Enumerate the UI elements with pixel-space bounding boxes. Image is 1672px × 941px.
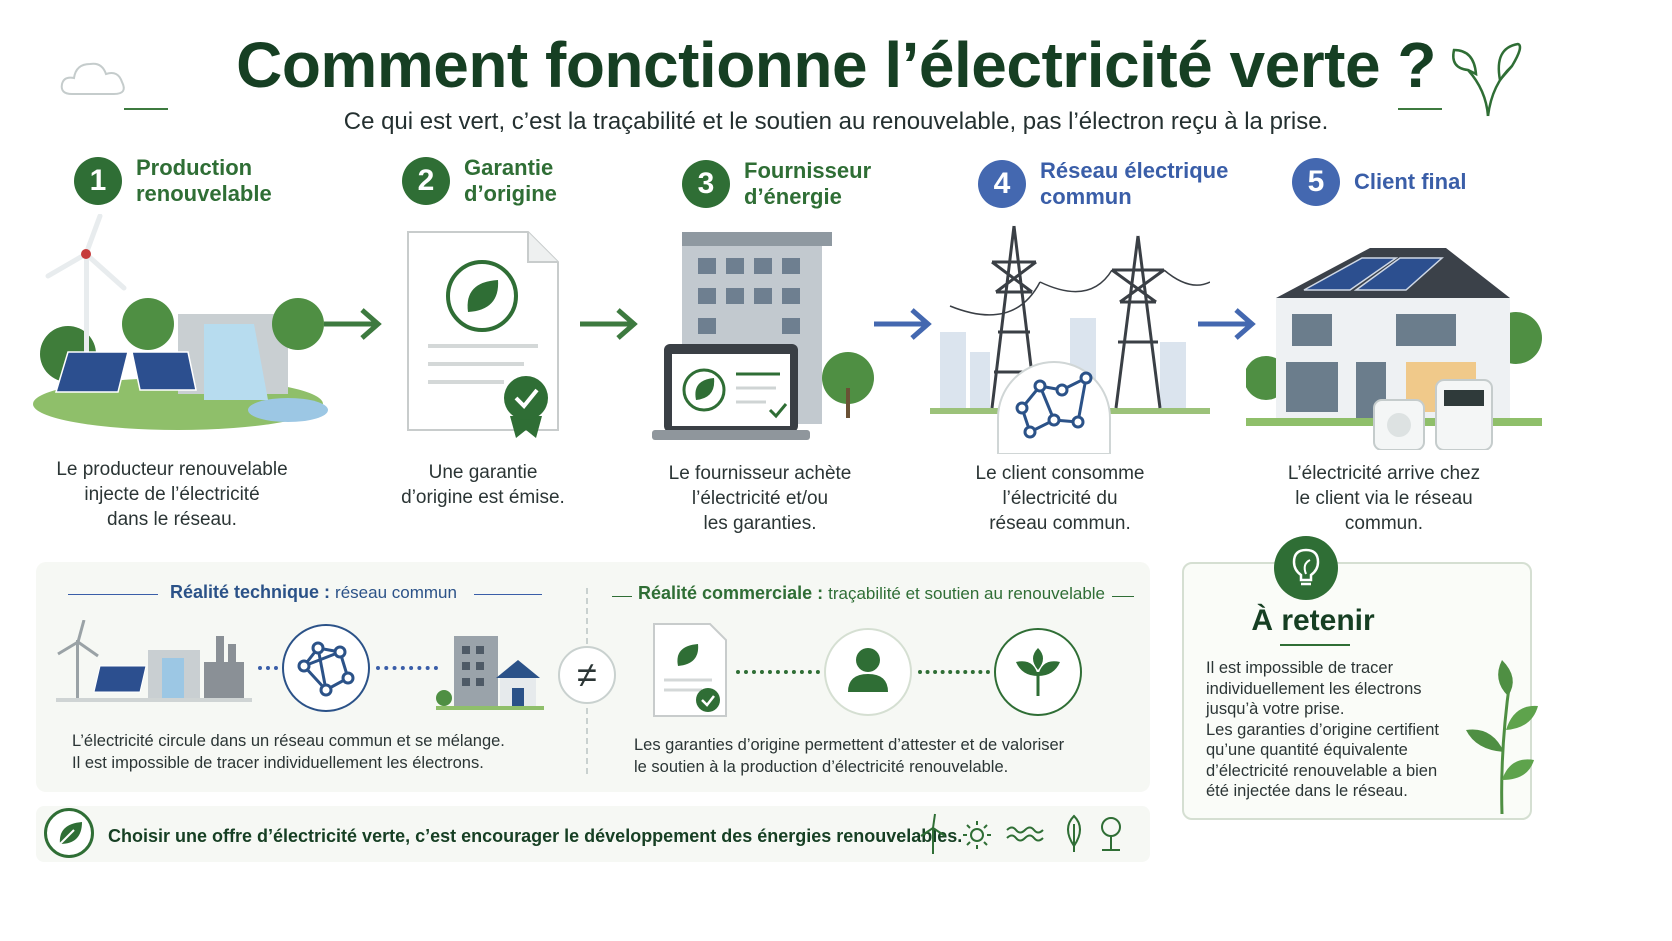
- footer-leaf-circle: [44, 808, 94, 858]
- technical-label-line-left: [68, 594, 158, 595]
- commercial-label-light: traçabilité et soutien au renouvelable: [828, 584, 1106, 603]
- renewable-production-icon: [33, 214, 328, 430]
- step-1-description: Le producteur renouvelable injecte de l’…: [56, 459, 288, 530]
- decor-line-right: [1398, 108, 1442, 110]
- retain-title: À retenir: [1251, 604, 1375, 637]
- arrow-4-icon: [1198, 308, 1256, 340]
- step-5-title: Client final: [1354, 169, 1467, 194]
- tree-icon: [1101, 817, 1121, 851]
- step-1-title: Production renouvelable: [136, 155, 272, 206]
- step-5-description: L’électricité arrive chez le client via …: [1287, 463, 1481, 534]
- arrow-2-icon: [580, 308, 638, 340]
- leaves-icon: [1452, 42, 1522, 117]
- water-icon: [1006, 826, 1044, 842]
- plant-icon: [1016, 648, 1060, 696]
- person-icon: [848, 648, 888, 692]
- step-2-title: Garantie d’origine: [464, 155, 557, 206]
- decor-line-left: [124, 108, 168, 110]
- commercial-label-line-left: [612, 596, 632, 597]
- retain-text: Il est impossible de tracer individuelle…: [1206, 659, 1439, 800]
- step-4-title: Réseau électrique commun: [1040, 158, 1229, 209]
- bulb-circle: [1274, 536, 1338, 600]
- technical-dots-1: [258, 666, 278, 670]
- page-title: Comment fonctionne l’électricité verte ?: [236, 29, 1436, 101]
- cloud-icon: [60, 62, 125, 95]
- power-grid-icon: [930, 225, 1210, 454]
- technical-label: Réalité technique : réseau commun: [170, 582, 457, 603]
- step-4-header: 4 Réseau électrique commun: [978, 158, 1228, 210]
- commercial-dots-2: [918, 670, 990, 674]
- technical-dots-2: [376, 666, 438, 670]
- arrow-1-icon: [324, 308, 382, 340]
- step-2-header: 2 Garantie d’origine: [402, 155, 557, 207]
- technical-label-line-right: [474, 594, 542, 595]
- step-2-number: 2: [402, 157, 450, 205]
- production-mix-icon: [56, 620, 252, 702]
- arrow-3-icon: [874, 308, 932, 340]
- commercial-text: Les garanties d’origine permettent d’att…: [634, 736, 1065, 776]
- footer-text: Choisir une offre d’électricité verte, c…: [108, 826, 963, 846]
- light-bulb-icon: [1292, 548, 1320, 586]
- retain-title-underline: [1280, 644, 1350, 646]
- small-certificate-icon: [653, 623, 727, 717]
- commercial-label-bold: Réalité commerciale :: [638, 583, 824, 603]
- sun-icon: [963, 821, 991, 849]
- step-3-title: Fournisseur d’énergie: [744, 158, 872, 209]
- city-buildings-icon: [436, 636, 544, 710]
- step-1-number: 1: [74, 157, 122, 205]
- network-icon: [297, 641, 355, 697]
- technical-label-light: réseau commun: [335, 583, 457, 602]
- leaf-circle: [994, 628, 1082, 716]
- step-1-header: 1 Production renouvelable: [74, 155, 272, 207]
- step-5-number: 5: [1292, 158, 1340, 206]
- not-equal-circle: ≠: [558, 646, 616, 704]
- step-4-description: Le client consomme l’électricité du rése…: [975, 463, 1145, 534]
- retain-box: [1182, 562, 1532, 820]
- step-3-description: Le fournisseur achète l’électricité et/o…: [668, 463, 852, 534]
- footer-leaf-icon: [59, 822, 82, 845]
- certificate-icon: [407, 231, 559, 438]
- leaf-icon: [1067, 814, 1081, 852]
- supplier-building-icon: [652, 232, 874, 440]
- step-4-number: 4: [978, 160, 1026, 208]
- step-3-number: 3: [682, 160, 730, 208]
- commercial-label: Réalité commerciale : traçabilité et sou…: [638, 583, 1105, 604]
- commercial-dots-1: [736, 670, 820, 674]
- not-equal-sign: ≠: [577, 654, 597, 695]
- wind-turbine-icon: [920, 813, 946, 854]
- step-2-description: Une garantie d’origine est émise.: [401, 462, 565, 508]
- leaf-branch-icon: [1466, 660, 1538, 815]
- step-5-header: 5 Client final: [1292, 158, 1466, 206]
- commercial-label-line-right: [1112, 596, 1134, 597]
- technical-text: L’électricité circule dans un réseau com…: [72, 732, 505, 772]
- grid-network-circle: [282, 624, 370, 712]
- house-icon: [1246, 248, 1542, 450]
- technical-label-bold: Réalité technique :: [170, 582, 331, 602]
- page-subtitle: Ce qui est vert, c’est la traçabilité et…: [343, 108, 1329, 135]
- step-3-header: 3 Fournisseur d’énergie: [682, 158, 871, 210]
